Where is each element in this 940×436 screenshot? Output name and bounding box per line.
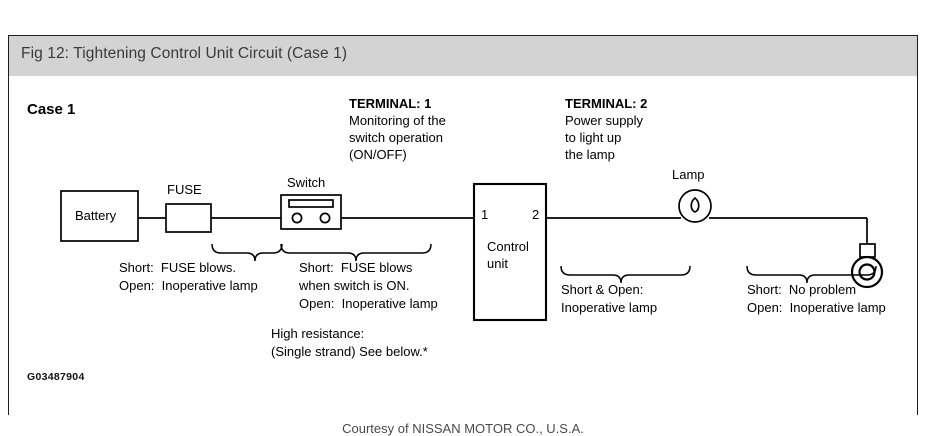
- terminal-1-heading: TERMINAL: 1: [349, 96, 432, 111]
- figure-code: G03487904: [27, 371, 85, 383]
- control-unit-label-line-1: Control: [487, 239, 529, 254]
- control-unit-pin-2: 2: [532, 207, 540, 222]
- ground-fault-line-1: Short: No problem: [747, 282, 857, 297]
- terminal-2-line-3: the lamp: [565, 147, 615, 162]
- control-to-lamp-fault-line-2: Inoperative lamp: [561, 300, 658, 315]
- circuit-artwork: [60, 182, 884, 322]
- terminal-2-line-2: to light up: [565, 130, 622, 145]
- fuse-fault-line-1: Short: FUSE blows.: [119, 260, 237, 275]
- terminal-1-line-2: switch operation: [349, 130, 443, 145]
- switch-terminal-left: [291, 212, 303, 224]
- courtesy-line: Courtesy of NISSAN MOTOR CO., U.S.A.: [342, 421, 584, 436]
- battery-label: Battery: [75, 208, 117, 223]
- high-resistance-line-1: High resistance:: [271, 326, 365, 341]
- switch-fault-line-2: when switch is ON.: [299, 278, 410, 293]
- switch-fault-line-3: Open: Inoperative lamp: [299, 296, 438, 311]
- circuit-diagram: Case 1 Battery FUSE Switch TERMINAL: 1 M…: [9, 76, 917, 436]
- high-resistance-line-2: (Single strand) See below.*: [271, 344, 428, 359]
- fuse-fault-line-2: Open: Inoperative lamp: [119, 278, 258, 293]
- switch-terminal-right: [319, 212, 331, 224]
- ground-ring-inner: [858, 263, 876, 281]
- figure-caption-band: Fig 12: Tightening Control Unit Circuit …: [9, 36, 917, 76]
- switch-label: Switch: [287, 175, 326, 190]
- switch-box: [280, 194, 342, 230]
- fuse-label: FUSE: [167, 182, 202, 197]
- control-unit-pin-1: 1: [481, 207, 489, 222]
- switch-fault-line-1: Short: FUSE blows: [299, 260, 413, 275]
- lamp-bulb-circle: [678, 189, 712, 223]
- fuse-box: [165, 203, 212, 233]
- lamp-filament: [690, 196, 700, 213]
- case-label: Case 1: [27, 101, 76, 118]
- lamp-label: Lamp: [672, 167, 705, 182]
- control-to-lamp-fault-line-1: Short & Open:: [561, 282, 644, 297]
- figure-page: Fig 12: Tightening Control Unit Circuit …: [8, 35, 918, 436]
- terminal-2-heading: TERMINAL: 2: [565, 96, 648, 111]
- terminal-1-line-1: Monitoring of the: [349, 113, 446, 128]
- ground-ring-outer: [850, 255, 884, 289]
- ground-terminal-body: [859, 243, 876, 258]
- figure-caption: Fig 12: Tightening Control Unit Circuit …: [21, 45, 348, 62]
- terminal-2-line-1: Power supply: [565, 113, 644, 128]
- switch-blade: [288, 199, 334, 208]
- terminal-1-line-3: (ON/OFF): [349, 147, 407, 162]
- figure-panel: Fig 12: Tightening Control Unit Circuit …: [8, 35, 918, 436]
- control-unit-label-line-2: unit: [487, 256, 508, 271]
- ground-fault-line-2: Open: Inoperative lamp: [747, 300, 886, 315]
